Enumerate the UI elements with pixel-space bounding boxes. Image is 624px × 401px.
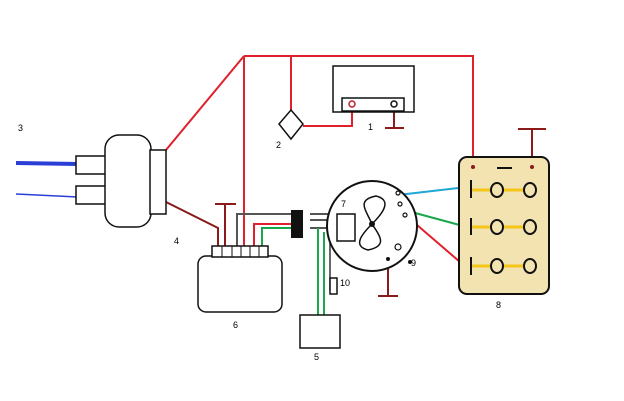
label-1: 1 [368,122,373,132]
blue-wire-thick [15,161,79,166]
red-wires [155,55,474,269]
switch-terminal-1 [395,190,401,196]
green-wire-connector [261,227,296,246]
terminal-left [348,100,356,108]
label-7: 7 [341,199,346,209]
label-8: 8 [496,300,501,310]
label-2: 2 [276,140,281,150]
component-1-box [332,65,415,113]
label-6: 6 [233,320,238,330]
ignition-switch-icon [326,180,418,272]
blue-wire-thin [15,193,79,198]
inline-connector-block [291,210,303,238]
label-3: 3 [18,123,23,133]
green-wires [261,209,468,316]
component-5-box [299,314,341,349]
label-4: 4 [174,236,179,246]
connector-module [197,245,283,313]
switch-terminal-6 [408,260,412,264]
darkred-wire-coil-to-connector [157,197,219,246]
red-wire-to-coil [155,55,245,163]
terminal-right [390,100,398,108]
switch-terminal-2 [397,201,403,207]
red-wire-top-bus [244,55,474,165]
fuse-icon [278,108,304,141]
label-10: 10 [340,278,350,288]
label-5: 5 [314,352,319,362]
red-wire-fuse-to-box [303,108,353,127]
component-10-resistor [329,277,338,295]
cyan-wire [397,186,468,196]
switch-panel [458,156,550,295]
coil-component [75,134,167,228]
label-9: 9 [411,258,416,268]
red-wire-to-switch-bottom [253,223,296,246]
switch-terminal-4 [394,243,402,251]
switch-terminal-3 [402,212,408,218]
switch-terminal-5 [386,257,390,261]
blue-wires [15,161,79,198]
